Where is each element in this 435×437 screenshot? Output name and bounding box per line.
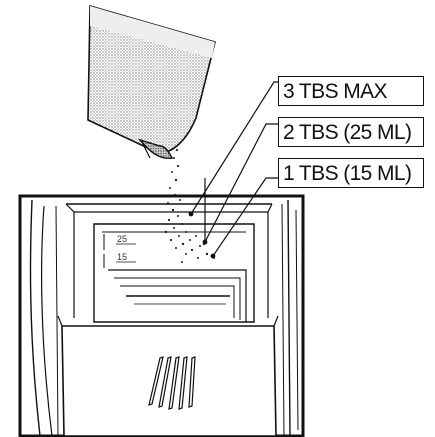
cup-marking-lower: 15 [117, 252, 127, 262]
fill-level-dots [189, 212, 216, 259]
callout-leader-lines [191, 82, 280, 256]
callout-2-tbs-25-ml: 2 TBS (25 ML) [278, 117, 424, 147]
fill-level-max-dot [189, 212, 194, 217]
detergent-granules [165, 149, 215, 263]
leader-line-1tbs [213, 178, 280, 256]
fill-level-1tbs-dot [211, 254, 216, 259]
measuring-scoop [88, 6, 215, 158]
leader-line-max [191, 82, 280, 214]
cup-marking-upper: 25 [117, 234, 127, 244]
callout-1-tbs-15-ml: 1 TBS (15 ML) [278, 158, 424, 188]
callout-3-tbs-max: 3 TBS MAX [278, 76, 424, 106]
fill-level-2tbs-dot [203, 240, 208, 245]
